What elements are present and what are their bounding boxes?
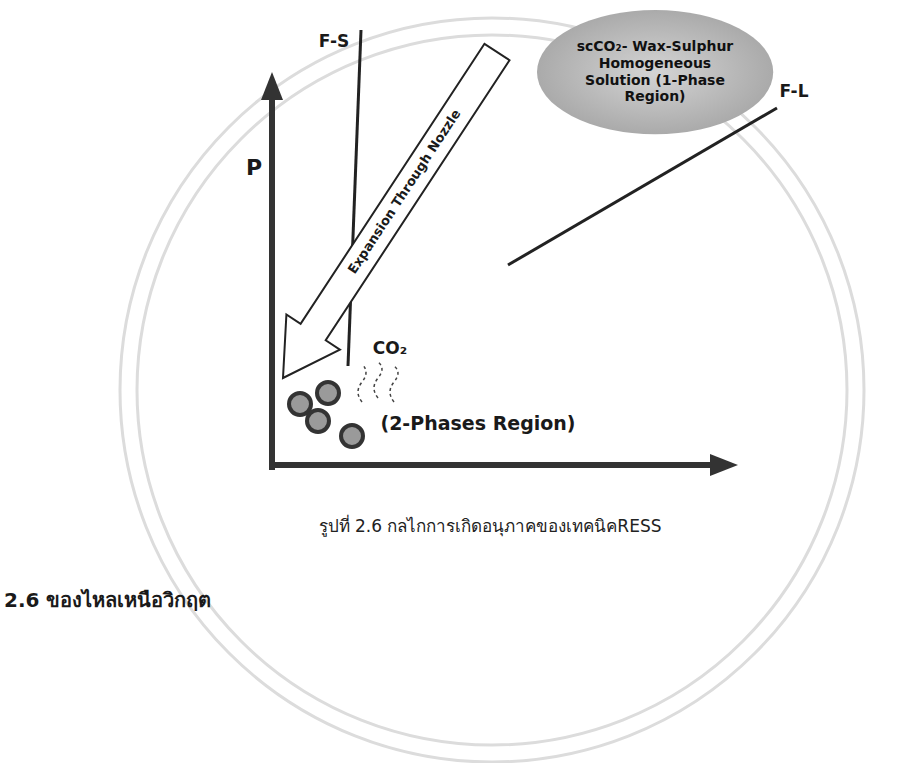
co2-release: [358, 362, 398, 402]
ellipse-fill: [537, 10, 773, 134]
particle: [317, 382, 339, 404]
seal-ring: [137, 35, 847, 745]
axis-arrowhead: [710, 454, 738, 476]
p-axis: [269, 96, 275, 470]
figure-caption: รูปที่ 2.6 กลไกการเกิดอนุภาคของเทคนิคRES…: [319, 512, 662, 539]
seal-ring: [120, 18, 864, 762]
fs-line: [348, 30, 361, 366]
t-axis: [269, 462, 712, 468]
pressure-axis-label: P: [246, 155, 262, 180]
section-heading: 2.6 ของไหลเหนือวิกฤต: [4, 589, 211, 612]
particles: [289, 382, 363, 447]
gas-label: CO₂: [373, 339, 407, 359]
one-phase-region-ellipse: scCO₂- Wax-Sulphur Homogeneous Solution …: [537, 10, 773, 134]
expansion-arrow: [283, 44, 510, 378]
gas-wave: [358, 364, 366, 402]
gas-wave: [374, 362, 382, 398]
gas-wave: [390, 366, 398, 402]
region-label: (2-Phases Region): [380, 413, 575, 435]
region-text: scCO₂- Wax-Sulphur Homogeneous Solution …: [570, 38, 740, 105]
particle: [307, 410, 329, 432]
fl-boundary-label: F-L: [780, 82, 809, 102]
axis-arrowhead: [261, 72, 283, 100]
particle: [341, 425, 363, 447]
arrow-label: Expansion Through Nozzle: [346, 107, 465, 277]
particle: [289, 393, 311, 415]
fs-boundary-label: F-S: [319, 32, 349, 52]
watermark-seal: [120, 18, 864, 762]
